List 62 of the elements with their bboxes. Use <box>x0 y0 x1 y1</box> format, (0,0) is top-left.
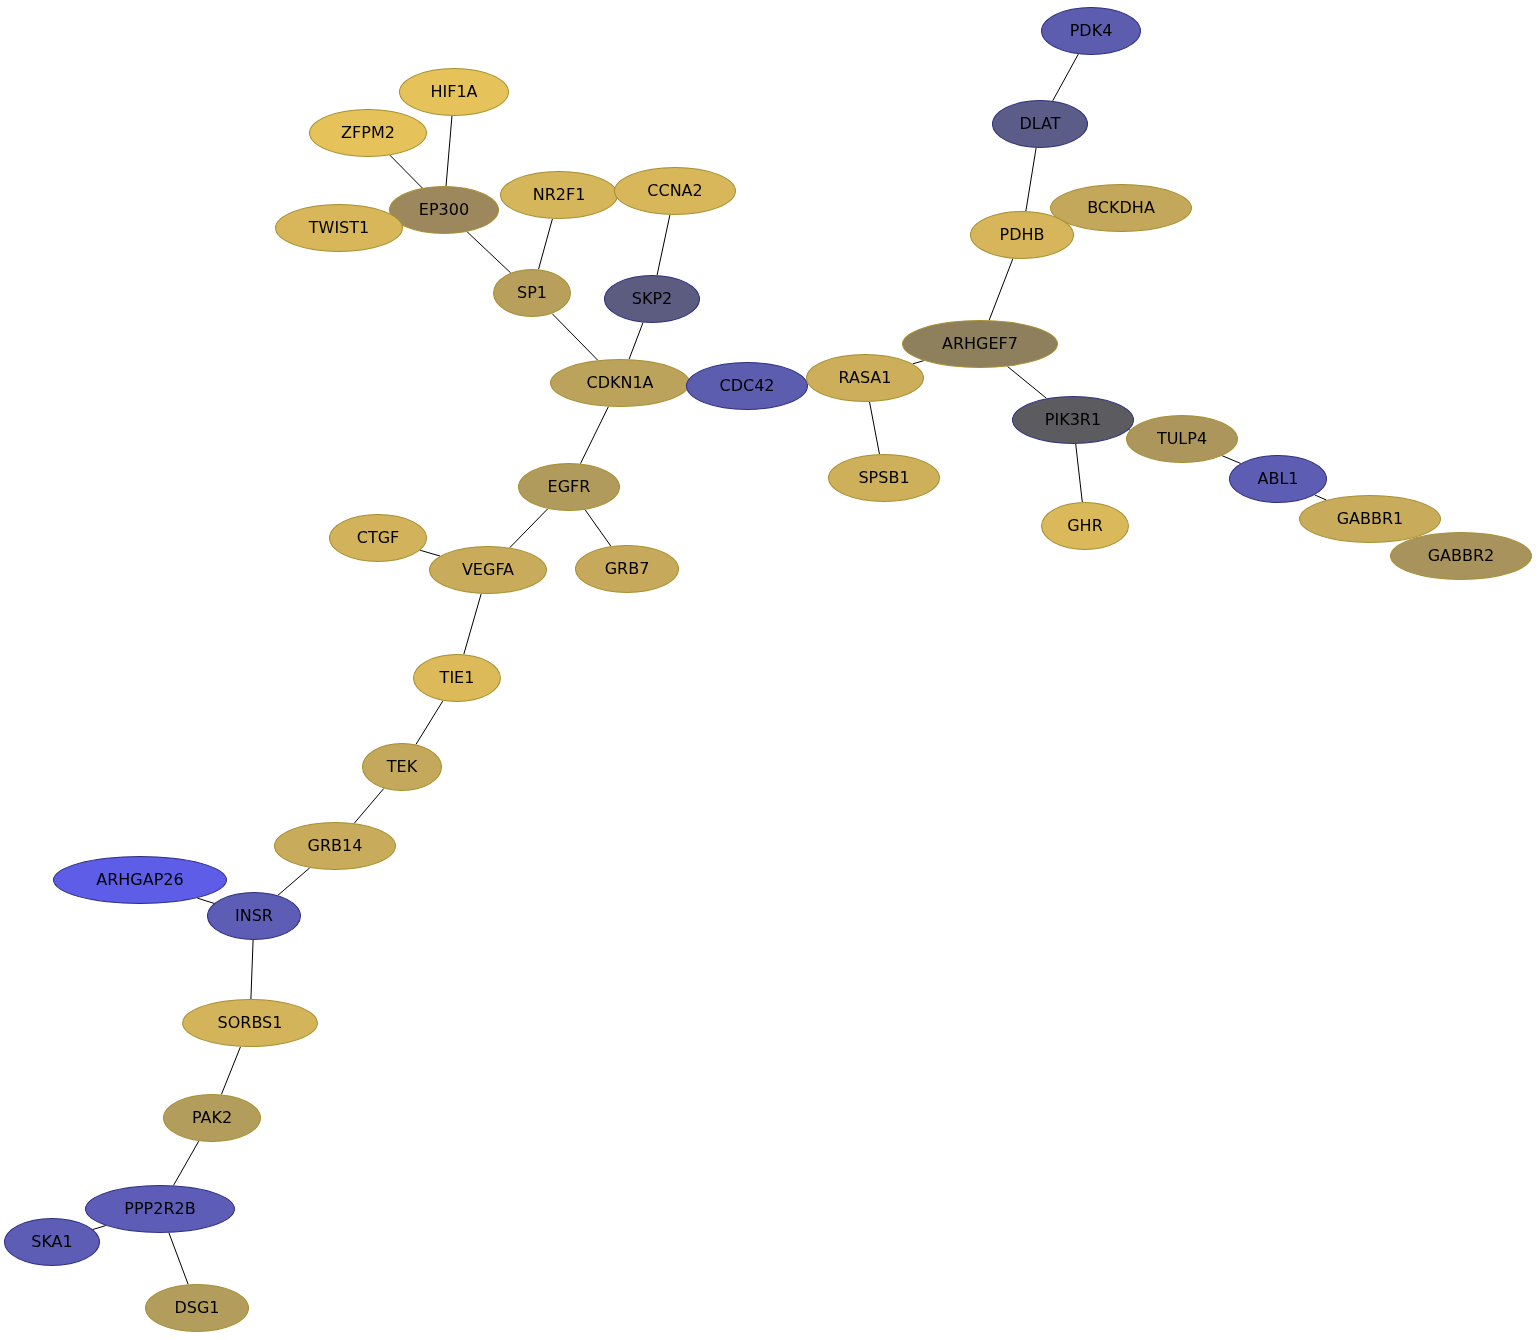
connector-line <box>1025 147 1037 212</box>
gene-node: GRB7 <box>575 545 679 593</box>
connector-line <box>584 509 612 547</box>
connector-line <box>869 401 880 455</box>
gene-node: TULP4 <box>1126 415 1238 463</box>
connector-line <box>353 787 385 824</box>
connector-line <box>579 406 609 465</box>
gene-node: SKP2 <box>604 275 700 323</box>
connector-line <box>445 115 453 187</box>
gene-node: GRB14 <box>274 822 396 870</box>
gene-node: CDC42 <box>686 362 808 410</box>
gene-node: SP1 <box>493 269 571 317</box>
connector-line <box>168 1232 189 1285</box>
connector-line <box>912 360 925 365</box>
gene-node: GABBR2 <box>1390 532 1532 580</box>
gene-node: HIF1A <box>399 68 509 116</box>
connector-line <box>220 1046 241 1095</box>
connector-line <box>1052 53 1079 102</box>
gene-node: ARHGEF7 <box>902 320 1058 368</box>
connector-line <box>463 593 482 655</box>
gene-node: BCKDHA <box>1050 184 1192 232</box>
connector-line <box>538 218 553 270</box>
connector-line <box>628 322 644 360</box>
gene-node: GABBR1 <box>1299 495 1441 543</box>
gene-node: PDHB <box>970 211 1074 259</box>
gene-node: TWIST1 <box>275 204 403 252</box>
gene-node: ABL1 <box>1229 455 1327 503</box>
connector-line <box>551 313 599 361</box>
connector-line <box>250 939 254 1000</box>
connector-line <box>415 700 444 745</box>
gene-node: EP300 <box>389 186 499 234</box>
connector-line <box>173 1140 200 1186</box>
gene-node: SKA1 <box>4 1218 100 1266</box>
connector-line <box>1314 494 1327 501</box>
connector-line <box>1221 455 1242 464</box>
gene-node: CTGF <box>329 514 427 562</box>
gene-node: ZFPM2 <box>309 109 427 157</box>
gene-node: CCNA2 <box>614 167 736 215</box>
gene-node: GHR <box>1041 502 1129 550</box>
gene-node: VEGFA <box>429 546 547 594</box>
gene-node: DSG1 <box>145 1284 249 1332</box>
gene-node: NR2F1 <box>500 171 618 219</box>
connector-line <box>466 231 512 274</box>
gene-node: PAK2 <box>163 1094 261 1142</box>
gene-node: ARHGAP26 <box>53 856 227 904</box>
connector-line <box>656 214 671 276</box>
gene-node: RASA1 <box>806 354 924 402</box>
gene-node: TEK <box>362 743 442 791</box>
gene-node: INSR <box>207 892 301 940</box>
gene-node: EGFR <box>518 463 620 511</box>
connector-line <box>988 258 1014 321</box>
gene-node: CDKN1A <box>550 359 690 407</box>
connector-line <box>419 549 441 557</box>
connector-line <box>277 867 311 896</box>
connector-line <box>1075 443 1083 503</box>
gene-node: TIE1 <box>413 654 501 702</box>
gene-node: SORBS1 <box>182 999 318 1047</box>
gene-node: SPSB1 <box>828 454 940 502</box>
gene-node: PPP2R2B <box>85 1185 235 1233</box>
gene-node: PIK3R1 <box>1012 396 1134 444</box>
gene-node: PDK4 <box>1041 7 1141 55</box>
gene-node: DLAT <box>992 100 1088 148</box>
